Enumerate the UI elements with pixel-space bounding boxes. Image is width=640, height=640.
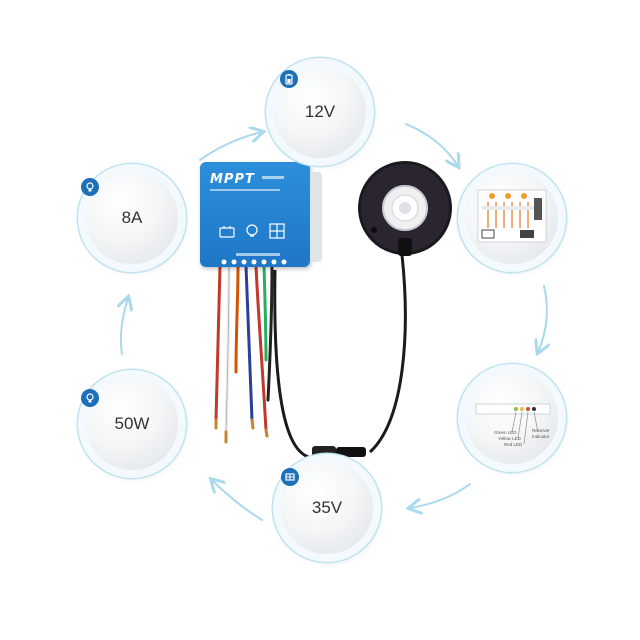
- pir-sensor: [358, 161, 452, 256]
- flow-arrow-top-right: [405, 123, 458, 166]
- lightbulb-icon: [81, 178, 99, 196]
- cable-connector: [312, 446, 336, 458]
- led-indicator-disc: Green LED Yellow LED Red LED Receiver In…: [466, 372, 558, 464]
- battery-icon: [280, 70, 298, 88]
- flow-arrow-top-left: [199, 132, 262, 161]
- solar-panel-icon: [281, 468, 299, 486]
- flow-arrow-right: [538, 285, 547, 352]
- lightbulb-icon: [81, 389, 99, 407]
- spec-disc-voltage: 12V: [274, 66, 366, 158]
- led-label-receiver: Receiver: [532, 428, 550, 433]
- spec-value: 50W: [114, 414, 150, 433]
- led-label-indicator: Indicator: [532, 434, 550, 439]
- controller-model-line: [262, 176, 284, 179]
- controller-mounting-bracket: [310, 172, 322, 262]
- led-indicator-thumbnail: Green LED Yellow LED Red LED Receiver In…: [475, 403, 551, 447]
- flow-arrow-left: [121, 298, 128, 355]
- controller-subtitle-line: [210, 189, 280, 191]
- controller-terminal-strip: [236, 253, 280, 256]
- spec-disc-current: 8A: [86, 172, 178, 264]
- flow-arrow-bottom-right: [410, 483, 471, 508]
- led-label-red: Red LED: [504, 442, 523, 447]
- flow-arrow-bottom-left: [212, 480, 263, 521]
- controller-icons: [219, 223, 285, 239]
- spec-disc-power: 50W: [86, 378, 178, 470]
- wiring-diagram-thumbnail: [477, 189, 547, 243]
- spec-disc-pv-voltage: 35V: [281, 462, 373, 554]
- spec-value: 35V: [311, 498, 343, 517]
- wiring-diagram-disc: [466, 172, 558, 264]
- mppt-controller: MPPT: [200, 162, 322, 267]
- spec-value: 12V: [304, 102, 336, 121]
- spec-value: 8A: [121, 208, 143, 227]
- controller-terminals: [221, 259, 287, 265]
- led-label-yellow: Yellow LED: [498, 436, 522, 441]
- sensor-cable: [273, 254, 407, 460]
- led-label-green: Green LED: [494, 430, 517, 435]
- controller-brand: MPPT: [210, 172, 255, 187]
